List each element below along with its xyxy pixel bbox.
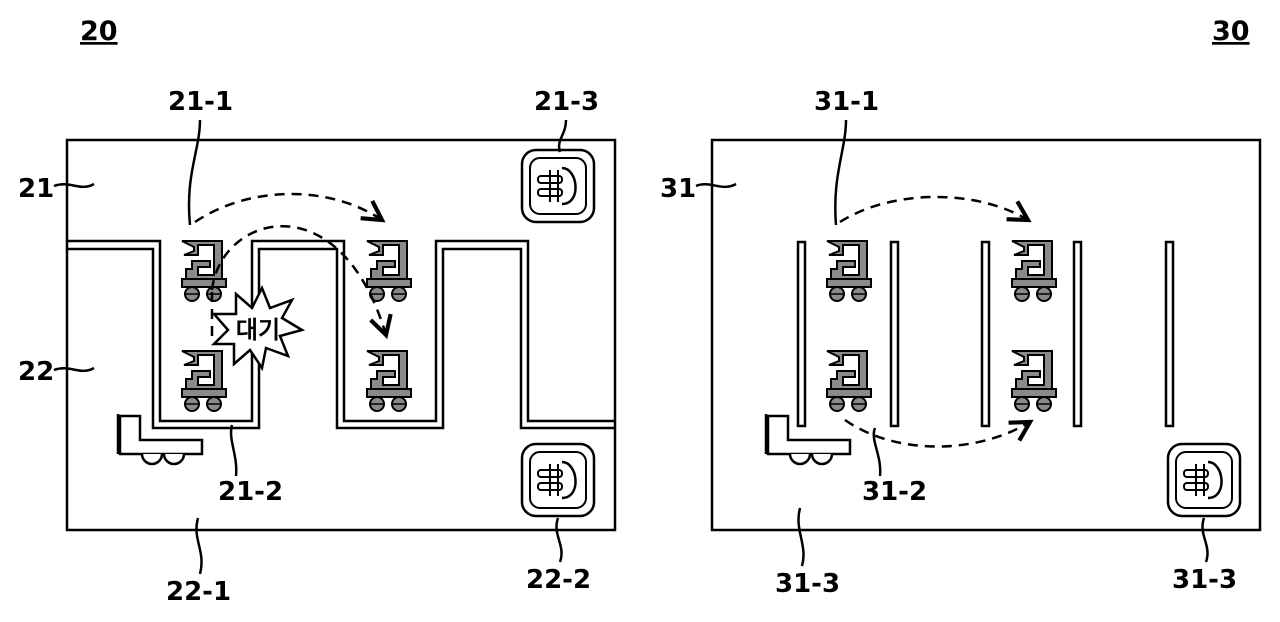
left-arrow-curve <box>210 225 386 335</box>
left-robot-4 <box>366 350 412 412</box>
right-outer-frame <box>710 138 1262 532</box>
right-shelf-4 <box>1072 240 1083 428</box>
leader-31-1 <box>834 119 848 226</box>
wait-burst-icon <box>210 284 306 372</box>
right-robot-1 <box>826 240 872 302</box>
leader-22 <box>53 366 95 373</box>
right-shelf-1 <box>796 240 807 428</box>
right-shelf-2 <box>889 240 900 428</box>
leader-22-1 <box>195 517 203 575</box>
leader-21 <box>53 182 95 189</box>
left-arrow-top <box>194 192 382 224</box>
label-31-2: 31-2 <box>862 477 927 507</box>
label-31: 31 <box>660 174 696 204</box>
label-22: 22 <box>18 357 54 387</box>
figure-right-title: 30 <box>1212 16 1250 47</box>
right-arrow-bottom <box>844 418 1030 448</box>
left-divider-wall-inner <box>67 247 615 430</box>
left-divider-wall <box>67 239 615 423</box>
label-22-1: 22-1 <box>166 577 231 607</box>
right-cart-icon <box>764 412 852 466</box>
left-outer-frame <box>65 138 617 532</box>
wait-badge: 대기 <box>236 316 280 344</box>
leader-21-1 <box>187 119 202 226</box>
leader-21-2 <box>229 424 238 477</box>
right-robot-4 <box>1011 350 1057 412</box>
left-robot-1 <box>181 240 227 302</box>
right-arrow-top <box>839 195 1028 224</box>
leader-22-2 <box>555 517 563 563</box>
label-31-3-station: 31-3 <box>1172 565 1237 595</box>
label-21-1: 21-1 <box>168 87 233 117</box>
label-31-1: 31-1 <box>814 87 879 117</box>
leader-31 <box>695 182 737 189</box>
right-robot-2 <box>826 350 872 412</box>
right-robot-3 <box>1011 240 1057 302</box>
right-shelf-5 <box>1164 240 1175 428</box>
label-21-3: 21-3 <box>534 87 599 117</box>
label-31-3-floor: 31-3 <box>775 569 840 599</box>
label-21: 21 <box>18 174 54 204</box>
label-21-2: 21-2 <box>218 477 283 507</box>
leader-31-2 <box>872 427 882 477</box>
leader-31-3-station <box>1201 517 1209 563</box>
figure-left-title: 20 <box>80 16 118 47</box>
left-station-top-icon <box>520 148 596 224</box>
figure-right: 30 31 31-1 31-2 31-3 31-3 <box>660 16 1262 599</box>
right-shelf-3 <box>980 240 991 428</box>
leader-21-3 <box>557 119 568 153</box>
figure-left: 20 대기 21 22 21-1 21-3 21-2 <box>18 16 617 607</box>
left-station-bottom-icon <box>520 442 596 518</box>
label-22-2: 22-2 <box>526 565 591 595</box>
leader-31-3-floor <box>797 507 805 567</box>
left-robot-2 <box>181 350 227 412</box>
right-station-icon <box>1166 442 1242 518</box>
left-robot-3 <box>366 240 412 302</box>
